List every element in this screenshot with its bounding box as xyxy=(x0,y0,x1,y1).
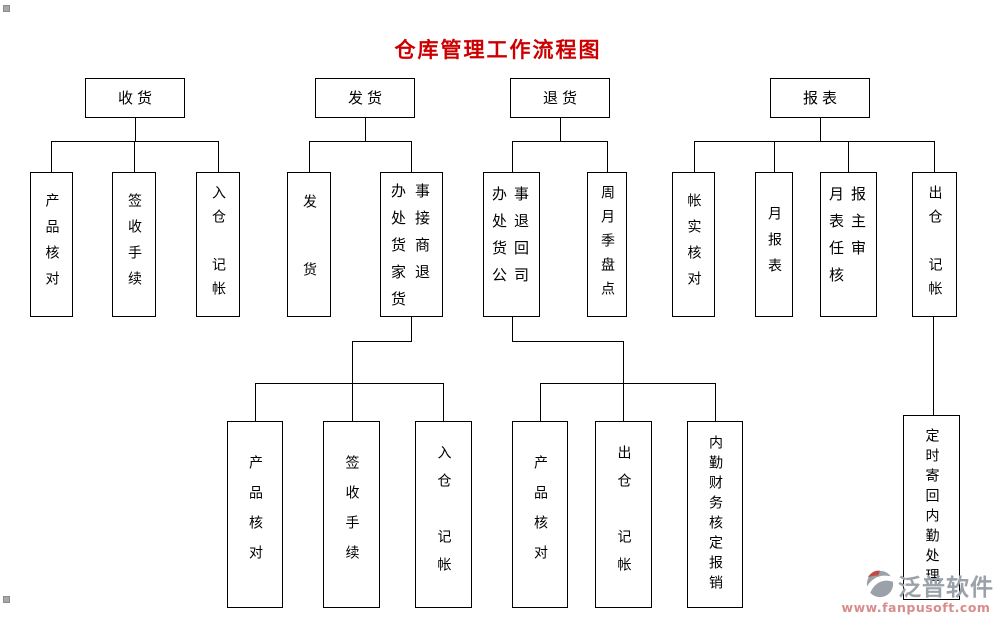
connector xyxy=(820,118,821,141)
resize-handle-bottom-left[interactable] xyxy=(3,596,10,603)
node-label: 发 货 xyxy=(301,193,317,296)
node-label: 周月季盘点 xyxy=(599,184,615,305)
node-shipping-dispatch: 发 货 xyxy=(287,172,331,317)
node-monthly-report: 月报表 xyxy=(755,172,793,317)
connector xyxy=(309,141,412,142)
connector xyxy=(218,141,219,172)
node-office-pickup-merchant-return: 办事处接货商家退货 xyxy=(380,172,443,317)
node-shipping: 发货 xyxy=(315,78,415,118)
watermark-url: www.fanpusoft.com xyxy=(841,600,991,615)
node-receiving: 收货 xyxy=(85,78,185,118)
node-label: 内勤财务核定报销 xyxy=(707,434,723,595)
node-reports: 报表 xyxy=(770,78,870,118)
node-monthly-report-director-review: 月报表主任审核 xyxy=(820,172,877,317)
node-periodic-stocktake: 周月季盘点 xyxy=(587,172,627,317)
connector xyxy=(512,317,513,342)
node-receiving-product-check: 产品核对 xyxy=(30,172,73,317)
node-label: 定时寄回内勤处理 xyxy=(923,427,940,588)
connector xyxy=(352,341,353,422)
connector xyxy=(540,383,716,384)
fanpu-logo-icon xyxy=(864,568,896,602)
node-label: 月报表主任审核 xyxy=(829,185,874,284)
node-shipping-in-bookkeeping: 入仓 记帐 xyxy=(415,421,472,608)
connector xyxy=(51,141,52,172)
node-receiving-sign-procedure: 签收手续 xyxy=(112,172,156,317)
node-label: 发货 xyxy=(347,88,386,107)
node-label: 退货 xyxy=(542,88,581,107)
connector xyxy=(560,118,561,141)
diagram-title: 仓库管理工作流程图 xyxy=(394,38,602,62)
node-account-check: 帐实核对 xyxy=(672,172,715,317)
node-returns-product-check: 产品核对 xyxy=(512,421,568,608)
node-shipping-sign-procedure: 签收手续 xyxy=(323,421,380,608)
node-label: 产品核对 xyxy=(247,454,263,575)
node-returns-out-bookkeeping: 出仓 记帐 xyxy=(595,421,652,608)
node-label: 产品核对 xyxy=(43,192,60,297)
node-label: 收货 xyxy=(117,88,156,107)
connector xyxy=(607,141,608,172)
node-label: 签收手续 xyxy=(343,454,360,575)
node-label: 办事处退货回公司 xyxy=(492,185,537,284)
connector xyxy=(255,383,444,384)
node-label: 出仓 记帐 xyxy=(615,444,632,585)
node-label: 报表 xyxy=(802,88,841,107)
node-label: 月报表 xyxy=(766,205,782,284)
connector xyxy=(443,383,444,422)
node-label: 产品核对 xyxy=(532,454,548,575)
node-returns: 退货 xyxy=(510,78,610,118)
connector xyxy=(411,141,412,172)
node-shipping-product-check: 产品核对 xyxy=(227,421,283,608)
connector xyxy=(365,118,366,141)
connector xyxy=(623,341,624,422)
connector xyxy=(694,141,695,172)
connector xyxy=(512,341,624,342)
node-label: 签收手续 xyxy=(126,192,142,297)
connector xyxy=(135,118,136,141)
node-label: 办事处接货商家退货 xyxy=(391,182,440,308)
connector xyxy=(255,383,256,422)
connector xyxy=(512,141,608,142)
connector xyxy=(352,341,412,342)
node-finance-reimbursement: 内勤财务核定报销 xyxy=(687,421,743,608)
connector xyxy=(411,317,412,342)
node-label: 入仓 记帐 xyxy=(435,444,452,585)
connector xyxy=(512,141,513,172)
connector xyxy=(848,141,849,172)
connector xyxy=(51,141,219,142)
node-label: 出仓 记帐 xyxy=(926,184,943,305)
connector xyxy=(715,383,716,422)
node-label: 入仓 记帐 xyxy=(210,184,226,305)
connector xyxy=(309,141,310,172)
node-label: 帐实核对 xyxy=(685,192,702,297)
node-scheduled-return-processing: 定时寄回内勤处理 xyxy=(903,415,960,600)
connector xyxy=(934,141,935,172)
node-reports-out-bookkeeping: 出仓 记帐 xyxy=(912,172,957,317)
connector xyxy=(540,383,541,422)
connector xyxy=(774,141,775,172)
connector xyxy=(933,317,934,416)
connector xyxy=(134,141,135,172)
node-receiving-in-bookkeeping: 入仓 记帐 xyxy=(196,172,240,317)
resize-handle-top-left[interactable] xyxy=(3,5,10,12)
node-office-return-to-company: 办事处退货回公司 xyxy=(483,172,540,317)
connector xyxy=(694,141,935,142)
